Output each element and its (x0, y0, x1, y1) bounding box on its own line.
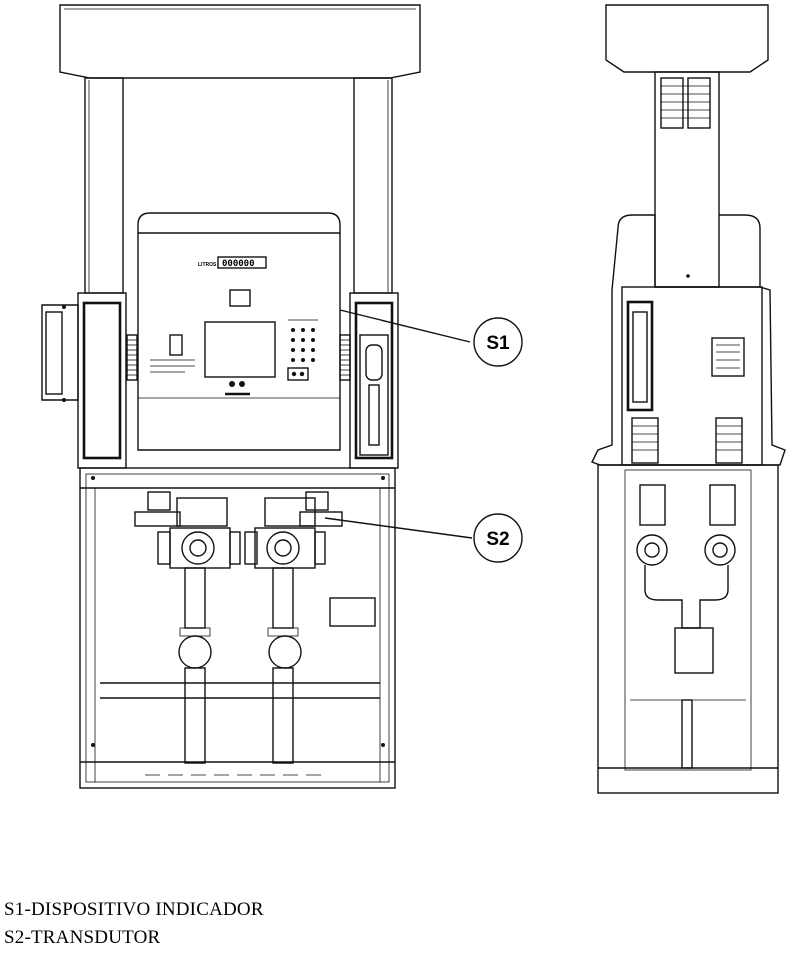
transducer-left (134, 491, 241, 764)
legend: S1-DISPOSITIVO INDICADOR S2-TRANSDUTOR (4, 896, 264, 952)
legend-item-s2: S2-TRANSDUTOR (4, 927, 161, 948)
callout-s2: S2 (324, 513, 523, 563)
callout-s1: S1 (339, 309, 523, 367)
legend-item-s1: S1-DISPOSITIVO INDICADOR (4, 899, 264, 920)
fuel-dispenser-drawing: LITROS 000000 (41, 4, 786, 794)
display-caption: LITROS (198, 262, 217, 268)
callout-s2-label: S2 (486, 529, 509, 550)
indicator-head (137, 212, 341, 451)
front-view (41, 4, 421, 789)
transducer-right (244, 491, 343, 764)
side-view (591, 4, 786, 794)
callout-s1-label: S1 (486, 333, 510, 354)
display-digits: 000000 (222, 259, 255, 269)
